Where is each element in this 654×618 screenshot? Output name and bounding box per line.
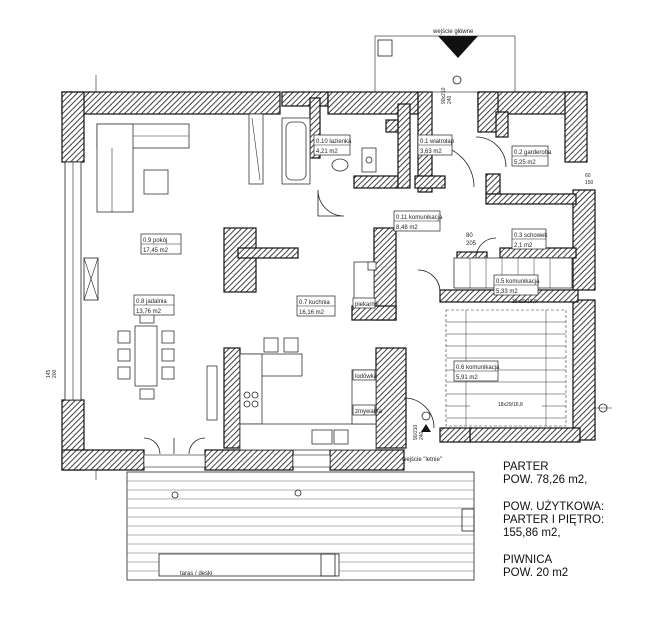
svg-text:0.8 jadalnia: 0.8 jadalnia: [136, 299, 167, 305]
terrace-step: [158, 553, 340, 577]
room-label-wiatrolap: 0.1 wiatrołap 3,63 m2: [417, 134, 455, 156]
svg-text:0.10 łazienka: 0.10 łazienka: [316, 139, 352, 145]
dimension-tags: 90x210 240 80 205 60 150 145 200 90/210 …: [46, 87, 594, 440]
entrance-canopy: [374, 35, 516, 93]
oven-label: piekarnik: [355, 302, 380, 308]
exterior-walls: [61, 91, 596, 471]
svg-text:0.9 pokój: 0.9 pokój: [143, 238, 167, 244]
svg-text:3,63 m2: 3,63 m2: [420, 149, 442, 155]
svg-text:16,16 m2: 16,16 m2: [299, 310, 325, 316]
floor-summary: PARTER POW. 78,26 m2, POW. UŻYTKOWA: PAR…: [503, 461, 623, 580]
svg-text:0.2 garderoba: 0.2 garderoba: [514, 150, 552, 156]
room-label-komunikacja-stairs: 0.5 komunikacja 5,33 m2: [493, 274, 540, 296]
axis-markers: [95, 75, 612, 480]
svg-text:13,76 m2: 13,76 m2: [136, 309, 162, 315]
dishwasher-label: zmywarka: [355, 409, 383, 415]
room-label-komunikacja-hall: 0.11 komunikacja 8,48 m2: [393, 210, 443, 232]
dining-table: [117, 312, 175, 400]
svg-text:17,45 m2: 17,45 m2: [143, 248, 169, 254]
svg-text:18x29/16,8: 18x29/16,8: [498, 402, 523, 408]
summary-usable-label: POW. UŻYTKOWA:: [503, 501, 605, 513]
terrace: taras / deski: [126, 471, 475, 581]
interior-walls: [223, 97, 579, 449]
terrace-label: taras / deski: [180, 571, 212, 577]
svg-text:60: 60: [585, 173, 591, 179]
svg-text:18x29/16,8: 18x29/16,8: [512, 299, 537, 305]
main-entrance-label: wejście główne: [432, 29, 474, 35]
summary-level: PARTER: [503, 461, 549, 473]
svg-text:200: 200: [52, 369, 58, 378]
summer-entrance-arrow: [421, 424, 431, 432]
bathroom-fixtures: [248, 113, 377, 185]
summer-entrance-label: wejście "letnie": [401, 457, 442, 463]
svg-text:0.3 schowek: 0.3 schowek: [514, 233, 548, 239]
sofa: [96, 123, 190, 213]
room-label-pokoj: 0.9 pokój 17,45 m2: [140, 233, 182, 255]
svg-text:5,91 m2: 5,91 m2: [456, 375, 478, 381]
svg-text:205: 205: [466, 241, 477, 247]
room-label-jadalnia: 0.8 jadalnia 13,76 m2: [133, 294, 175, 316]
summary-basement-label: PIWNICA: [503, 554, 553, 566]
room-label-schowek: 0.3 schowek 2,1 m2: [511, 228, 548, 250]
svg-text:5,25 m2: 5,25 m2: [514, 160, 536, 166]
room-label-lazienka: 0.10 łazienka 4,21 m2: [313, 134, 352, 156]
summary-basement-area: POW. 20 m2: [503, 567, 569, 579]
svg-text:90/210: 90/210: [413, 424, 419, 440]
fridge-label: lodówka: [355, 374, 378, 380]
svg-text:240: 240: [419, 431, 425, 440]
staircase: [445, 257, 573, 427]
svg-text:240: 240: [447, 95, 453, 104]
svg-text:90x210: 90x210: [441, 87, 447, 104]
svg-text:2,1 m2: 2,1 m2: [514, 243, 533, 249]
svg-text:145: 145: [46, 369, 52, 378]
svg-text:0.5 komunikacja: 0.5 komunikacja: [496, 279, 540, 285]
svg-text:0.11 komunikacja: 0.11 komunikacja: [396, 215, 443, 221]
room-label-garderoba: 0.2 garderoba 5,25 m2: [511, 145, 552, 167]
svg-text:4,21 m2: 4,21 m2: [316, 149, 338, 155]
svg-text:0.1 wiatrołap: 0.1 wiatrołap: [420, 139, 455, 145]
svg-text:0.6 komunikacja: 0.6 komunikacja: [456, 365, 500, 371]
main-entrance-arrow: [438, 36, 478, 58]
summary-usable-area: 155,86 m2,: [503, 527, 561, 539]
summary-usable-floors: PARTER I PIĘTRO:: [503, 514, 605, 526]
svg-text:0.7 kuchnia: 0.7 kuchnia: [299, 300, 330, 306]
svg-text:150: 150: [585, 180, 594, 186]
svg-text:80: 80: [466, 233, 473, 239]
room-label-kuchnia: 0.7 kuchnia 16,16 m2: [296, 295, 336, 317]
room-label-komunikacja-lower: 0.6 komunikacja 5,91 m2: [453, 360, 500, 382]
svg-text:8,48 m2: 8,48 m2: [396, 225, 418, 231]
appliance-labels: piekarnik lodówka zmywarka: [352, 297, 383, 416]
svg-text:5,33 m2: 5,33 m2: [496, 289, 518, 295]
summary-area: POW. 78,26 m2,: [503, 474, 588, 486]
